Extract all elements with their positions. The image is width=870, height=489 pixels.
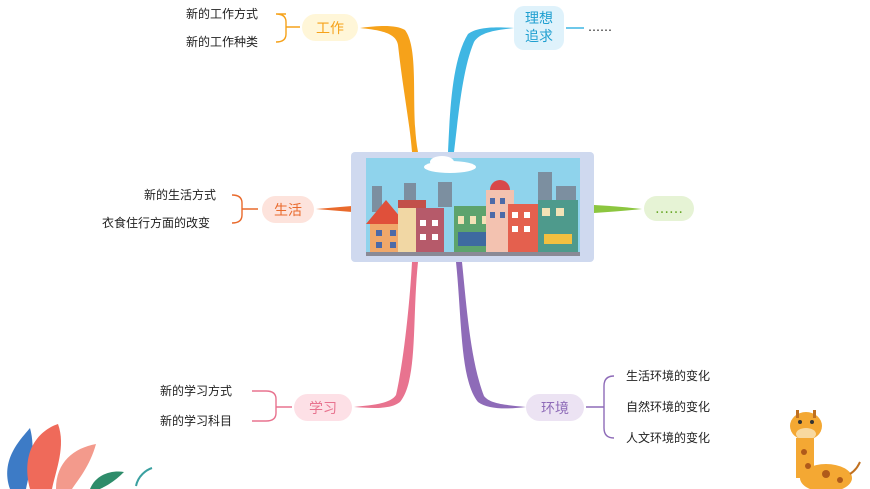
leaf-life-1: 新的生活方式 — [144, 188, 217, 202]
node-other[interactable]: …… — [644, 196, 694, 221]
leaf-env-2: 自然环境的变化 — [626, 400, 711, 414]
leaf-env-1: 生活环境的变化 — [626, 369, 711, 383]
ribbon-env — [456, 262, 526, 409]
connector-work — [275, 13, 300, 43]
giraffe-icon — [790, 410, 861, 489]
leaf-study-1: 新的学习方式 — [160, 384, 233, 398]
branch-ribbons — [316, 26, 642, 409]
ribbon-study — [354, 262, 418, 408]
ribbon-life — [316, 206, 352, 212]
node-ideal-label-line1: 理想 — [525, 11, 553, 27]
node-ideal[interactable]: 理想 追求 — [514, 6, 564, 50]
node-study-label: 学习 — [309, 400, 337, 417]
node-work-label: 工作 — [316, 20, 344, 37]
connector-life — [231, 194, 258, 224]
node-study[interactable]: 学习 — [294, 394, 352, 421]
connector-env — [586, 375, 615, 439]
ribbon-work — [360, 26, 418, 152]
leaf-work-2: 新的工作种类 — [186, 35, 259, 49]
ribbon-ideal — [448, 27, 514, 153]
leaf-study-2: 新的学习科目 — [160, 414, 233, 428]
node-life[interactable]: 生活 — [262, 196, 314, 223]
city-skyline-illustration — [351, 152, 594, 262]
leaf-work-1: 新的工作方式 — [186, 7, 259, 21]
node-other-label: …… — [655, 200, 683, 217]
leaf-ideal-1: …… — [588, 20, 612, 34]
node-env[interactable]: 环境 — [526, 394, 584, 421]
leaf-connectors — [231, 13, 615, 439]
ribbon-other — [594, 205, 642, 213]
connector-study — [252, 390, 292, 422]
node-work[interactable]: 工作 — [302, 14, 358, 41]
node-ideal-label-line2: 追求 — [525, 29, 553, 45]
node-life-label: 生活 — [274, 202, 302, 219]
node-env-label: 环境 — [541, 400, 569, 417]
leaf-life-2: 衣食住行方面的改变 — [102, 216, 211, 230]
leaf-env-3: 人文环境的变化 — [626, 431, 711, 445]
leaf-decoration-icon — [7, 424, 153, 489]
